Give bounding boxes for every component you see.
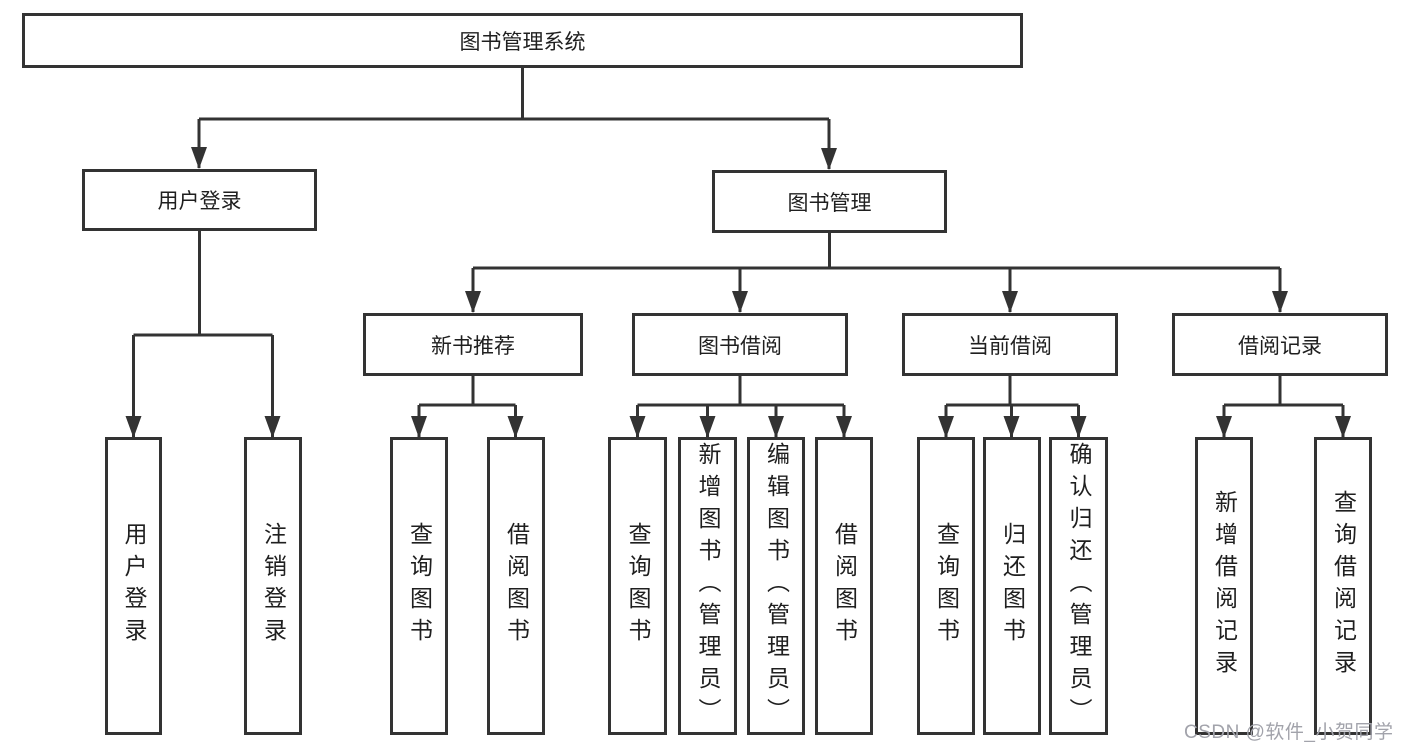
leaf-user-login: 用户登录	[105, 437, 162, 735]
leaf-query-books-2: 查询图书	[608, 437, 667, 735]
leaf-query-borrow-record: 查询借阅记录	[1314, 437, 1372, 735]
node-book-borrow: 图书借阅	[632, 313, 848, 376]
node-current-borrow: 当前借阅	[902, 313, 1118, 376]
leaf-borrow-books-2: 借阅图书	[815, 437, 873, 735]
leaf-query-books-3: 查询图书	[917, 437, 975, 735]
leaf-add-borrow-record: 新增借阅记录	[1195, 437, 1253, 735]
leaf-confirm-return-admin: 确认归还（管理员）	[1049, 437, 1108, 735]
leaf-logout: 注销登录	[244, 437, 302, 735]
leaf-edit-books-admin: 编辑图书（管理员）	[747, 437, 805, 735]
leaf-borrow-books-1: 借阅图书	[487, 437, 545, 735]
leaf-query-books-1: 查询图书	[390, 437, 448, 735]
node-root: 图书管理系统	[22, 13, 1023, 68]
node-borrow-records: 借阅记录	[1172, 313, 1388, 376]
leaf-return-books: 归还图书	[983, 437, 1041, 735]
csdn-watermark: CSDN @软件_小贺同学	[1184, 722, 1394, 743]
node-book-management: 图书管理	[712, 170, 947, 233]
node-user-login: 用户登录	[82, 169, 317, 231]
leaf-add-books-admin: 新增图书（管理员）	[678, 437, 737, 735]
node-new-book-recommend: 新书推荐	[363, 313, 583, 376]
